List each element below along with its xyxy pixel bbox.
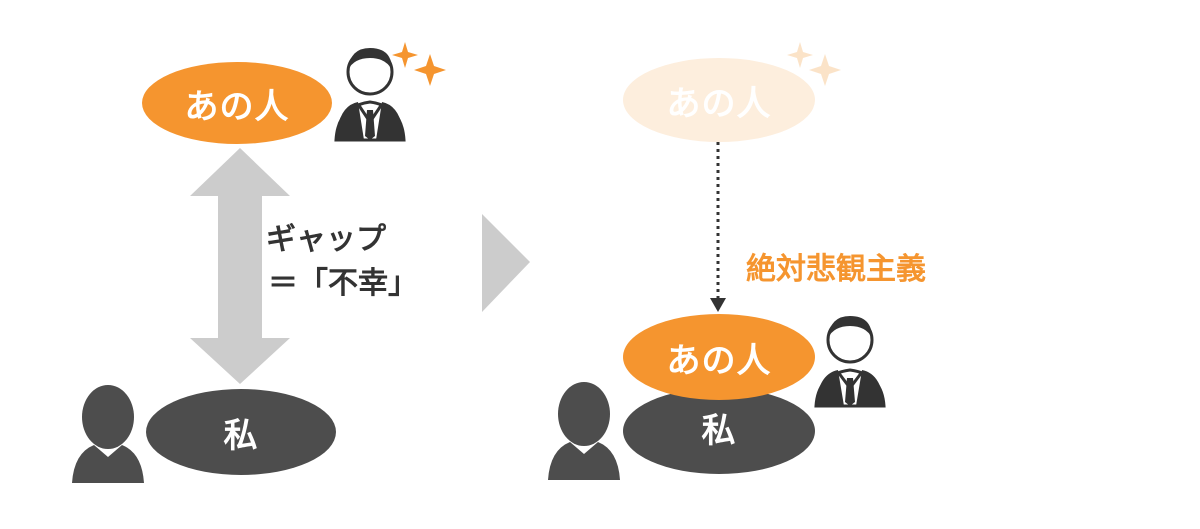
- self-ellipse-right: 私: [623, 388, 815, 474]
- pessimism-label: 絶対悲観主義: [746, 252, 926, 287]
- gap-text-block: ギャップ ＝「不幸」: [266, 218, 418, 306]
- other-person-label-right: あの人: [666, 340, 772, 381]
- other-person-ellipse-right: あの人: [623, 314, 815, 400]
- self-label-right: 私: [701, 411, 737, 451]
- dotted-arrow-head: [710, 298, 726, 312]
- gap-line-2: ＝「不幸」: [268, 266, 418, 301]
- chevron-right-icon: [482, 214, 530, 312]
- sparkle-icon: [392, 42, 446, 86]
- gap-line-1: ギャップ: [266, 222, 386, 257]
- person-silhouette-icon: [548, 382, 620, 480]
- other-person-label: あの人: [184, 86, 290, 127]
- self-ellipse: 私: [146, 389, 336, 475]
- person-silhouette-icon: [72, 385, 144, 483]
- double-arrow-icon: [190, 148, 290, 384]
- businessman-icon: [334, 48, 406, 142]
- sparkle-icon: [787, 42, 841, 86]
- self-label: 私: [223, 415, 259, 456]
- faded-other-person-label: あの人: [666, 83, 772, 124]
- other-person-ellipse: あの人: [142, 62, 332, 144]
- faded-other-person-ellipse: あの人: [623, 58, 815, 142]
